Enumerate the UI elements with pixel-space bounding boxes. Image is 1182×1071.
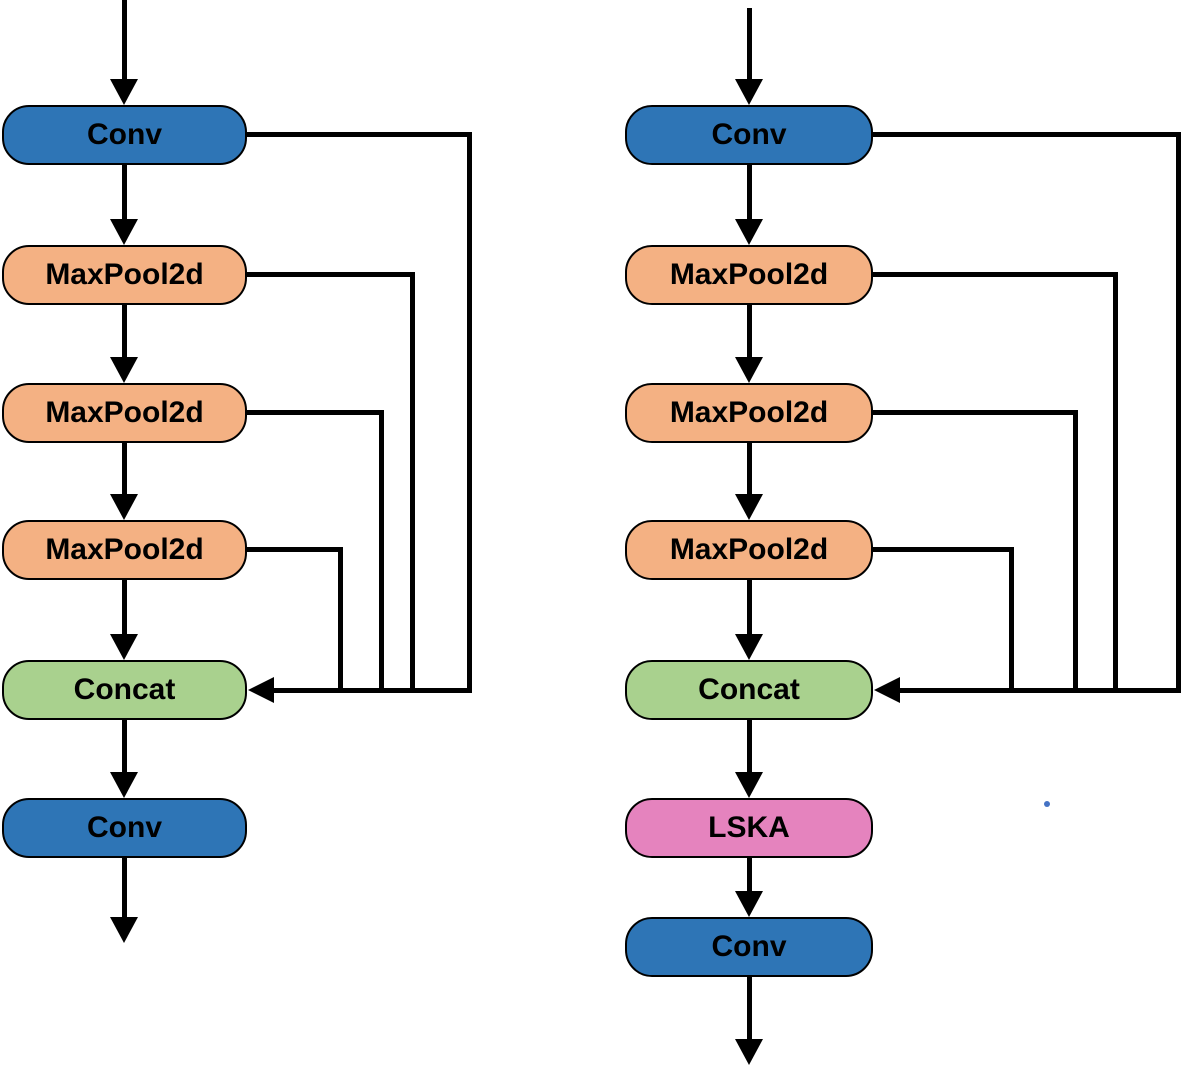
left-arrow-mp3-to-concat-shaft <box>122 580 127 636</box>
left-skip-conv-vline <box>467 132 472 693</box>
right-node-conv-bottom: Conv <box>625 917 873 977</box>
right-concat-arrow-head-icon <box>874 677 900 703</box>
right-skip-mp3-hline <box>873 547 1014 552</box>
right-node-lska: LSKA <box>625 798 873 858</box>
left-arrow-mp3-to-concat-head-icon <box>110 634 138 660</box>
right-node-concat-label: Concat <box>698 673 800 706</box>
right-arrow-output-shaft <box>747 977 752 1041</box>
right-skip-mp2-vline <box>1073 410 1078 693</box>
left-arrow-conv-to-mp1-shaft <box>122 165 127 221</box>
left-arrow-concat-to-conv-head-icon <box>110 772 138 798</box>
right-skip-mp1-hline <box>873 272 1118 277</box>
left-node-concat: Concat <box>2 660 247 720</box>
left-arrow-mp2-to-mp3-shaft <box>122 443 127 496</box>
right-skip-mp2-hline <box>873 410 1078 415</box>
right-node-maxpool2d-3-label: MaxPool2d <box>669 533 829 566</box>
right-node-maxpool2d-1: MaxPool2d <box>625 245 873 305</box>
left-concat-collector-hline <box>272 688 472 693</box>
right-node-conv-top: Conv <box>625 105 873 165</box>
left-node-concat-label: Concat <box>73 673 176 706</box>
right-arrow-output-head-icon <box>735 1039 763 1065</box>
right-node-maxpool2d-1-label: MaxPool2d <box>669 258 829 291</box>
right-skip-mp3-vline <box>1009 547 1014 693</box>
right-node-maxpool2d-3: MaxPool2d <box>625 520 873 580</box>
left-skip-mp3-hline <box>247 547 343 552</box>
right-arrow-conv-to-mp1-head-icon <box>735 219 763 245</box>
right-node-lska-label: LSKA <box>708 811 790 844</box>
left-arrow-input-shaft <box>122 0 127 81</box>
stray-dot <box>1044 801 1050 807</box>
right-arrow-concat-to-lska-shaft <box>747 720 752 774</box>
right-arrow-lska-to-conv-head-icon <box>735 891 763 917</box>
left-arrow-conv-to-mp1-head-icon <box>110 219 138 245</box>
left-node-conv-top-label: Conv <box>87 118 162 151</box>
left-skip-mp2-vline <box>379 410 384 693</box>
right-arrow-mp3-to-concat-head-icon <box>735 634 763 660</box>
left-node-maxpool2d-2-label: MaxPool2d <box>45 396 204 429</box>
left-node-maxpool2d-1: MaxPool2d <box>2 245 247 305</box>
left-skip-mp3-vline <box>338 547 343 693</box>
left-arrow-mp1-to-mp2-shaft <box>122 305 127 359</box>
left-skip-mp2-hline <box>247 410 384 415</box>
right-arrow-mp2-to-mp3-shaft <box>747 443 752 496</box>
right-arrow-conv-to-mp1-shaft <box>747 165 752 221</box>
left-arrow-input-head-icon <box>110 79 138 105</box>
left-arrow-output-shaft <box>122 858 127 919</box>
left-skip-mp1-vline <box>410 272 415 693</box>
right-node-conv-top-label: Conv <box>711 118 787 151</box>
left-node-conv-bottom: Conv <box>2 798 247 858</box>
right-skip-mp1-vline <box>1113 272 1118 693</box>
right-arrow-input-shaft <box>747 8 752 81</box>
left-node-maxpool2d-1-label: MaxPool2d <box>45 258 204 291</box>
left-skip-conv-hline <box>247 132 472 137</box>
right-arrow-mp3-to-concat-shaft <box>747 580 752 636</box>
left-node-conv-bottom-label: Conv <box>87 811 162 844</box>
left-arrow-output-head-icon <box>110 917 138 943</box>
left-node-maxpool2d-3: MaxPool2d <box>2 520 247 580</box>
right-node-maxpool2d-2: MaxPool2d <box>625 383 873 443</box>
right-arrow-mp1-to-mp2-shaft <box>747 305 752 359</box>
left-arrow-mp2-to-mp3-head-icon <box>110 494 138 520</box>
left-arrow-mp1-to-mp2-head-icon <box>110 357 138 383</box>
right-arrow-lska-to-conv-shaft <box>747 858 752 893</box>
right-arrow-concat-to-lska-head-icon <box>735 772 763 798</box>
right-skip-conv-hline <box>873 132 1181 137</box>
left-node-maxpool2d-3-label: MaxPool2d <box>45 533 204 566</box>
right-arrow-mp1-to-mp2-head-icon <box>735 357 763 383</box>
right-node-concat: Concat <box>625 660 873 720</box>
left-skip-mp1-hline <box>247 272 415 277</box>
left-arrow-concat-to-conv-shaft <box>122 720 127 774</box>
left-concat-arrow-head-icon <box>248 677 274 703</box>
right-arrow-input-head-icon <box>735 79 763 105</box>
right-arrow-mp2-to-mp3-head-icon <box>735 494 763 520</box>
left-node-conv-top: Conv <box>2 105 247 165</box>
right-concat-collector-hline <box>898 688 1181 693</box>
left-node-maxpool2d-2: MaxPool2d <box>2 383 247 443</box>
right-skip-conv-vline <box>1176 132 1181 693</box>
right-node-maxpool2d-2-label: MaxPool2d <box>669 396 829 429</box>
right-node-conv-bottom-label: Conv <box>711 930 787 963</box>
